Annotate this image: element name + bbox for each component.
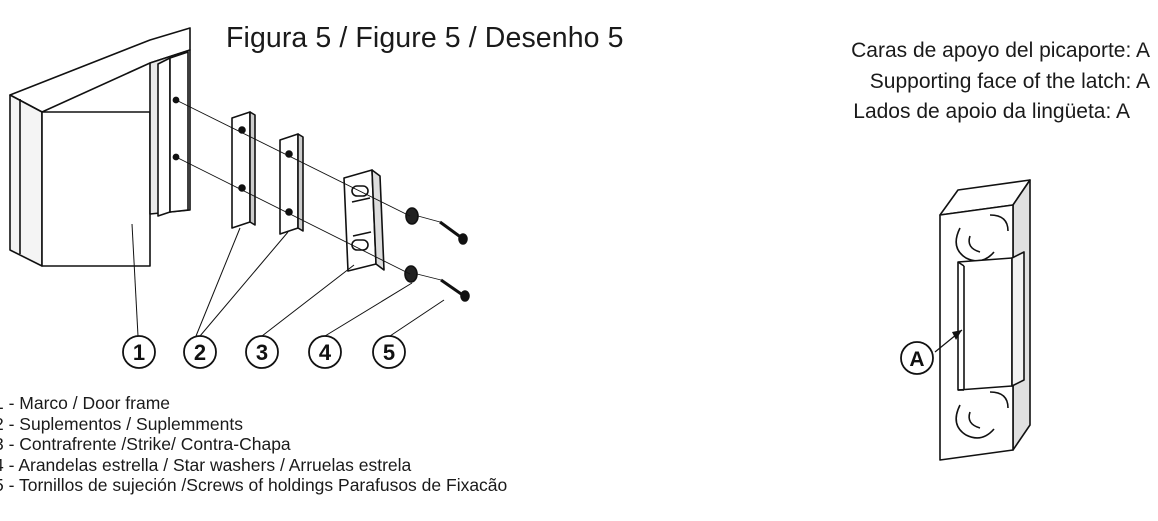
face-label-pt: Lados de apoio da lingüeta: A	[853, 100, 1130, 123]
screw-2	[440, 278, 470, 302]
legend-item: 5 - Tornillos de sujeción /Screws of hol…	[0, 475, 508, 496]
face-label-en: Supporting face of the latch: A	[869, 70, 1150, 93]
callout-2-number: 2	[194, 340, 206, 365]
star-washer-2	[404, 265, 418, 283]
face-label-es: Caras de apoyo del picaporte: A	[851, 39, 1150, 62]
parts-legend: 1 - Marco / Door frame 2 - Suplementos /…	[0, 393, 507, 496]
callout-leaders	[131, 223, 445, 337]
callout-1	[122, 335, 156, 369]
callout-3	[245, 335, 279, 369]
callout-3-number: 3	[256, 340, 268, 365]
legend-item: 4 - Arandelas estrella / Star washers / …	[0, 454, 412, 475]
strike-detail-illustration	[900, 179, 1031, 461]
shim-plate-2	[279, 133, 304, 235]
strike-plate	[343, 169, 385, 272]
callout-5	[372, 335, 406, 369]
screw-1	[439, 220, 468, 245]
assembly-axis-lines	[175, 99, 442, 281]
callout-1-number: 1	[133, 340, 145, 365]
star-washer-1	[405, 207, 419, 225]
shim-plate-1	[231, 111, 256, 229]
callout-4	[308, 335, 342, 369]
figure-title: Figura 5 / Figure 5 / Desenho 5	[226, 22, 624, 54]
callout-4-number: 4	[319, 340, 332, 365]
detail-label-a: A	[909, 348, 924, 371]
legend-item: 3 - Contrafrente /Strike/ Contra-Chapa	[0, 434, 291, 455]
callout-5-number: 5	[383, 340, 395, 365]
legend-item: 1 - Marco / Door frame	[0, 393, 171, 413]
legend-item: 2 - Suplementos / Suplemments	[0, 413, 244, 434]
callout-2	[183, 335, 217, 369]
door-frame-illustration	[9, 27, 191, 267]
